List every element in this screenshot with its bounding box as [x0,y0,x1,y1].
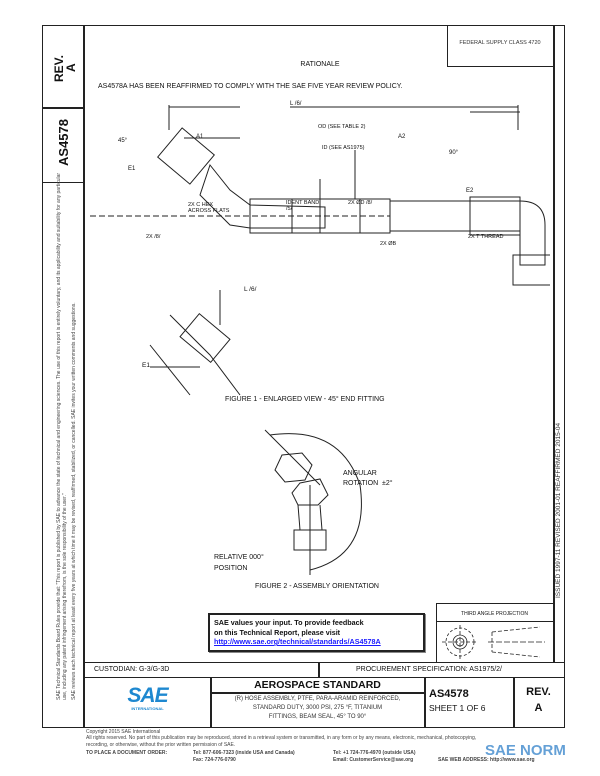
figure2-caption: FIGURE 2 - ASSEMBLY ORIENTATION [255,583,379,590]
issued-dates: ISSUED 1997-11 REVISED 2001-01 REAFFIRME… [555,422,562,598]
custodian: CUSTODIAN: G-3/G-3D [94,666,170,673]
fig1-label-ident: IDENT BAND /5/ [286,200,320,212]
detail-view [149,290,241,396]
description-line1: (R) HOSE ASSEMBLY, PTFE, PARA-ARAMID REI… [234,696,401,702]
title-heading: AEROSPACE STANDARD [254,679,381,691]
figure1-caption: FIGURE 1 - ENLARGED VIEW - 45° END FITTI… [225,396,385,403]
drawing-frame [42,25,565,728]
copyright: Copyright 2015 SAE International [86,729,161,735]
third-angle-projection-icon [442,625,545,659]
rev-cell-divider [42,107,83,109]
left-doc-number: AS4578 [56,119,71,166]
disclaimer-text-2: SAE reviews each technical report at lea… [71,302,77,700]
tel-intl: Tel: +1 724-776-4970 (outside USA) [333,750,416,756]
sae-logo-sub: INTERNATIONAL [131,706,164,711]
fig1-label-A1: A1 [196,134,204,140]
fsc-box [447,25,553,67]
projection-box [436,603,553,662]
sheet-number: SHEET 1 OF 6 [429,703,486,713]
watermark: SAE NORM [485,742,566,759]
fig2-angular: ANGULAR [343,470,377,477]
description-line3: FITTINGS, BEAM SEAL, 45° TO 90° [268,714,367,720]
order-label: TO PLACE A DOCUMENT ORDER: [86,750,168,756]
fig1-label-45: 45° [118,138,128,144]
fig2-rotation: ROTATION ±2° [343,480,393,487]
projection-divider [436,621,553,622]
heading-divider [210,692,424,694]
fig1-label-OD: OD (SEE TABLE 2) [318,124,366,130]
fig1-label-L: L /6/ [290,101,302,107]
sae-logo-mark: SAE [127,684,168,707]
feedback-box: SAE values your input. To provide feedba… [208,613,425,652]
fig1-label-A2: A2 [398,134,406,140]
tel-us: Tel: 877-606-7323 (inside USA and Canada… [193,750,295,756]
fig1-label-diaD: 2X ØD /8/ [348,200,373,206]
feedback-line1: SAE values your input. To provide feedba… [214,618,364,627]
left-strip-divider [83,25,85,728]
footer-legal: Copyright 2015 SAE International All rig… [86,729,556,748]
figure2-drawing [264,429,362,575]
rationale-text: AS4578A HAS BEEN REAFFIRMED TO COMPLY WI… [98,83,403,90]
title-rev-value: A [534,702,543,714]
description-line2: STANDARD DUTY, 3000 PSI, 275 °F, TITANIU… [252,705,383,711]
docnum-cell-divider [42,182,83,183]
title-col-divider-3 [513,678,515,728]
fax: Fax: 724-776-0790 [193,757,236,763]
title-rev-label: REV. [526,686,551,698]
left-rev-value: A [64,63,78,72]
fig1-label-note8: 2X /8/ [146,234,161,240]
rights-line1: All rights reserved. No part of this pub… [86,735,477,742]
info-row-divider [318,662,320,678]
figure1-drawing [90,105,550,396]
fig1-label-E1: E1 [128,166,136,172]
fig1-label-E2: E2 [466,188,474,194]
projection-label: THIRD ANGLE PROJECTION [461,611,528,617]
sae-logo: SAE INTERNATIONAL [110,684,185,711]
disclaimer-text-1: SAE Technical Standards Board Rules prov… [56,172,69,700]
fig1-label-thread: 2X T THREAD [468,234,504,240]
feedback-link[interactable]: http://www.sae.org/technical/standards/A… [214,637,381,646]
info-row [83,662,565,678]
title-col-divider-2 [424,678,426,728]
rationale-title: RATIONALE [300,61,340,68]
detail-label-E1: E1 [142,362,150,369]
fig2-position: POSITION [214,565,248,572]
email: Email: CustomerService@sae.org [333,757,414,763]
fig1-label-90: 90° [449,150,459,156]
fsc-text: FEDERAL SUPPLY CLASS 4720 [459,40,541,46]
fig1-label-hex: 2X C HEX ACROSS FLATS [188,202,230,214]
rights-line2: recording, or otherwise, without the pri… [86,741,236,748]
fig1-label-diaB: 2X ØB [380,241,397,247]
feedback-line2: on this Technical Report, please visit [214,627,341,637]
right-strip-divider [553,25,555,662]
fig2-relative: RELATIVE 000° [214,554,264,561]
detail-label-L: L /6/ [244,286,257,293]
fig1-label-ID: ID (SEE AS1975) [322,145,365,151]
title-description: (R) HOSE ASSEMBLY, PTFE, PARA-ARAMID REI… [211,695,424,722]
title-col-divider-1 [210,678,212,728]
title-doc-number: AS4578 [429,688,469,700]
procurement-spec: PROCUREMENT SPECIFICATION: AS1975/2/ [356,666,503,673]
web-address: SAE WEB ADDRESS: http://www.sae.org [438,757,535,763]
hose-assembly [90,105,550,286]
